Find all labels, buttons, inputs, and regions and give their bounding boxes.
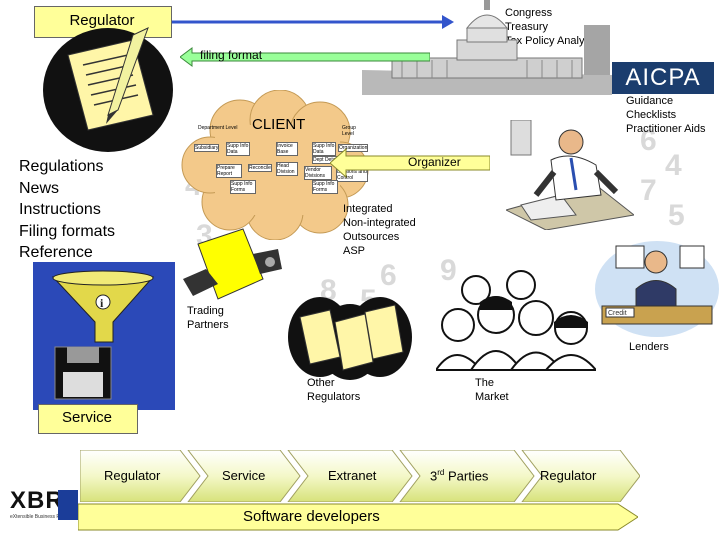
third-parties-text: Parties [444,468,489,484]
trading-partners-icon [178,224,286,306]
regulator-top-arrow [34,5,454,39]
svg-text:7: 7 [640,174,657,207]
filing-format-label: filing format [200,48,263,62]
aicpa-logo: AICPA [612,62,714,94]
third-parties-number: 3 [430,468,438,484]
org-box: Department Level [198,125,238,131]
org-box: Supp Info Forms [312,180,338,194]
third-parties-suffix: rd [437,468,445,477]
client-label: CLIENT [252,116,306,133]
congress-label: Congress [505,7,553,19]
svg-text:i: i [100,296,104,310]
left-list-item: Filing formats [19,222,116,240]
chain-service: Service [222,468,266,483]
regulators-label: Regulators [307,391,361,403]
tax-policy-label: Tax Policy Analysts [505,35,599,47]
other-label: Other [307,377,335,389]
guidance-label: Guidance [626,95,674,107]
xbrl-logo: XBR eXtensible Business Rep [10,488,82,532]
org-box: Prepare Report [216,164,242,178]
treasury-label: Treasury [505,21,548,33]
org-box: Group Level [342,125,356,137]
xbrl-tagline: eXtensible Business Rep [10,514,66,520]
left-list-item: Regulations [19,158,104,175]
left-list-item: Reference [19,244,93,261]
org-box: Supp Info Forms [230,180,256,194]
org-box: Vendor Divisions [304,166,332,180]
svg-text:6: 6 [640,124,657,157]
aicpa-logo-text: AICPA [625,64,701,91]
market-label: Market [475,391,509,403]
svg-text:9: 9 [440,254,457,287]
org-box: Supp Info Data [226,142,250,156]
org-box: Subsidiary [194,144,220,152]
software-developers-arrow [77,500,639,534]
service-box [38,404,138,434]
xbrl-logo-text: XBR [10,487,64,514]
chain-regulator-right: Regulator [540,468,597,483]
partners-label: Partners [187,319,229,331]
non-integrated-label: Non-integrated [343,217,416,229]
regulator-top-label: Regulator [69,12,135,29]
bottom-chain [79,449,641,503]
chain-extranet: Extranet [328,468,377,483]
org-box: Reconcile [248,164,272,172]
accountant-icon [504,119,636,231]
regulations-document-icon [38,20,178,155]
integrated-label: Integrated [343,203,393,215]
lender-icon: Credit [594,234,720,338]
the-label: The [475,377,494,389]
left-list-item: Instructions [19,201,101,218]
service-label: Service [61,409,113,426]
org-box: Supp Info Data [312,142,336,156]
chain-third-parties: 3rd Parties [430,468,488,483]
trading-label: Trading [187,305,224,317]
organizer-label: Organizer [408,155,461,169]
svg-text:6: 6 [380,259,397,292]
xbrl-blue-block [58,490,78,520]
svg-text:4: 4 [665,149,682,182]
other-regulators-icon [285,292,415,382]
org-box: Head Division [276,162,298,176]
svg-text:5: 5 [668,199,685,232]
asp-label: ASP [343,245,366,257]
capitol-building-icon [362,0,612,95]
outsources-label: Outsources [343,231,400,243]
lenders-label: Lenders [629,341,669,353]
checklists-label: Checklists [626,109,677,121]
org-box: Invoice Base [276,142,298,156]
org-box: Organization [338,144,369,152]
chain-regulator-left: Regulator [104,468,161,483]
software-developers-label: Software developers [243,508,380,525]
practitioner-aids-label: Practitioner Aids [626,123,706,135]
funnel-disk-icon: i [33,262,175,410]
left-list-item: News [19,179,60,197]
svg-text:Credit: Credit [608,310,627,317]
market-people-icon [434,270,599,372]
left-list: Regulations News Instructions Filing for… [19,156,115,264]
